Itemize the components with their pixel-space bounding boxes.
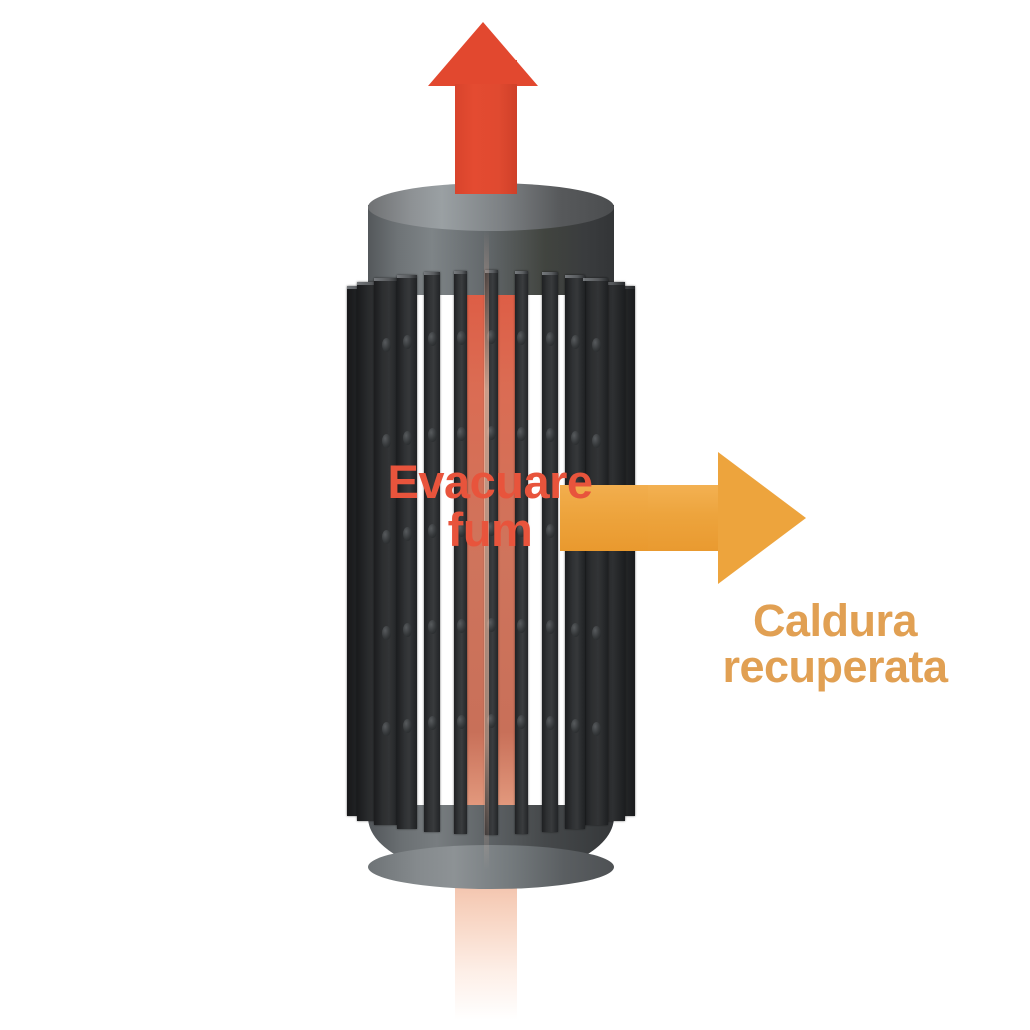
- fin-rivet: [517, 426, 527, 441]
- cooling-fin-edge: [542, 272, 558, 276]
- fin-rivet: [402, 334, 412, 349]
- fin-rivet: [456, 426, 466, 441]
- fin-rivet: [487, 618, 496, 632]
- fin-rivet: [382, 433, 392, 448]
- fin-rivet: [487, 522, 496, 536]
- red-up-arrow-head: [428, 22, 538, 86]
- heat-exchanger-body: [300, 175, 700, 895]
- cooling-fin-edge: [484, 270, 498, 273]
- cooling-fin-edge: [453, 270, 468, 274]
- cooling-fin: [423, 272, 440, 833]
- cooling-fin-edge: [397, 274, 417, 278]
- cylinder-bottom-cap: [368, 845, 614, 889]
- red-up-arrow-shaft: [455, 84, 517, 194]
- fin-rivet: [402, 430, 412, 445]
- fin-rivet: [591, 433, 601, 448]
- fin-rivet: [487, 714, 496, 728]
- fin-rivet: [456, 330, 466, 345]
- cooling-fin: [453, 270, 468, 835]
- orange-right-arrow-shaft-front: [648, 485, 722, 551]
- smoke-flow-label: Evacuare fum: [387, 455, 593, 556]
- fin-rivet: [487, 330, 496, 344]
- fin-rivet: [517, 714, 527, 729]
- fin-rivet: [456, 522, 466, 537]
- smoke-flow-highlight: [484, 230, 489, 870]
- cooling-fin: [542, 272, 558, 833]
- fin-rivet: [571, 718, 581, 733]
- cooling-fin-edge: [583, 277, 608, 281]
- fin-rivet: [546, 524, 556, 539]
- fin-rivet: [546, 620, 556, 635]
- cooling-fin-edge: [514, 270, 529, 274]
- fin-rivet: [456, 714, 466, 729]
- recovered-heat-label: Caldura recuperata: [722, 595, 948, 692]
- cooling-fin: [514, 270, 529, 835]
- fin-rivet: [382, 721, 392, 736]
- cooling-fin-edge: [594, 281, 625, 285]
- fin-rivet: [402, 526, 412, 541]
- fin-rivet: [382, 529, 392, 544]
- fin-rivet: [571, 430, 581, 445]
- fin-rivet: [382, 625, 392, 640]
- orange-right-arrow-head: [718, 452, 806, 584]
- cooling-fin: [565, 274, 585, 830]
- fin-rivet: [517, 618, 527, 633]
- fin-rivet: [427, 428, 437, 443]
- fin-rivet: [427, 716, 437, 731]
- fin-rivet: [427, 524, 437, 539]
- cooling-fin-edge: [565, 274, 585, 278]
- fin-rivet: [571, 622, 581, 637]
- cooling-fin-edge: [374, 277, 399, 281]
- cooling-fin: [397, 274, 417, 830]
- fin-rivet: [427, 620, 437, 635]
- fin-rivet: [546, 428, 556, 443]
- fin-rivet: [517, 522, 527, 537]
- fin-rivet: [591, 337, 601, 352]
- fin-rivet: [427, 332, 437, 347]
- fin-rivet: [517, 330, 527, 345]
- fin-rivet: [402, 622, 412, 637]
- cooling-fin-edge: [357, 281, 388, 285]
- fin-rivet: [402, 718, 412, 733]
- fin-rivet: [546, 332, 556, 347]
- cooling-fin-edge: [423, 272, 440, 276]
- fin-rivet: [382, 337, 392, 352]
- fin-rivet: [591, 721, 601, 736]
- fin-rivet: [487, 426, 496, 440]
- fin-rivet: [571, 334, 581, 349]
- fin-rivet: [591, 625, 601, 640]
- fin-rivet: [456, 618, 466, 633]
- fin-rivet: [546, 716, 556, 731]
